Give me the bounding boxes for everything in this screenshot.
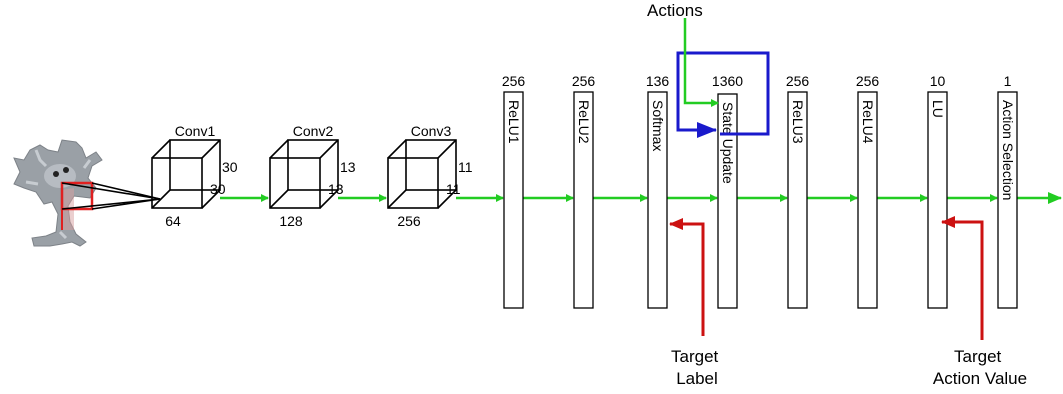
conv-layer-2: Conv2 13 128 13 [270, 123, 356, 229]
target-action-value-arrow [942, 222, 982, 340]
fc-name: Softmax [650, 100, 666, 151]
conv-layer-3: Conv3 11 256 11 [388, 123, 473, 229]
fc-name: ReLU3 [790, 100, 806, 144]
neuron-image [14, 140, 160, 246]
target-label-line-1: Target [671, 347, 719, 366]
fc-name: ReLU1 [506, 100, 522, 144]
fc-size: 256 [856, 73, 880, 89]
conv-name: Conv1 [175, 123, 216, 139]
fc-name: ReLU4 [860, 100, 876, 144]
conv-right: 13 [328, 181, 344, 197]
fc-size: 1 [1004, 73, 1012, 89]
fc-size: 136 [646, 73, 670, 89]
conv-right: 30 [210, 181, 226, 197]
conv-layer-1: Conv1 30 64 30 [152, 123, 238, 229]
cube-edge [270, 190, 288, 208]
conv-depth: 256 [397, 213, 421, 229]
cube-edge [320, 140, 338, 158]
conv-name: Conv3 [411, 123, 452, 139]
conv-side: 11 [458, 159, 473, 175]
cube-edge [202, 140, 220, 158]
conv-right: 11 [446, 181, 461, 197]
target-action-value-line-1: Target [954, 347, 1002, 366]
conv-side: 30 [222, 159, 238, 175]
target-label-text: Target Label [671, 347, 723, 388]
fc-size: 256 [572, 73, 596, 89]
fc-size: 1360 [712, 73, 743, 89]
conv-side: 13 [340, 159, 356, 175]
cube-edge [388, 190, 406, 208]
actions-label: Actions [647, 1, 703, 20]
fc-name: Action Selection [1000, 100, 1016, 200]
cube-edge [270, 140, 288, 158]
fc-box [928, 92, 947, 308]
fc-size: 10 [930, 73, 946, 89]
cube-edge [388, 140, 406, 158]
conv-name: Conv2 [293, 123, 334, 139]
target-label-arrow [670, 224, 703, 336]
target-action-value-text: Target Action Value [933, 347, 1027, 388]
fc-name: State Update [720, 102, 736, 184]
fc-name: ReLU2 [576, 100, 592, 144]
conv-depth: 128 [279, 213, 303, 229]
fc-size: 256 [502, 73, 526, 89]
target-label-line-2: Label [676, 369, 718, 388]
fc-size: 256 [786, 73, 810, 89]
conv-depth: 64 [165, 213, 181, 229]
cube-edge [152, 140, 170, 158]
fc-name: LU [930, 100, 946, 118]
target-action-value-line-2: Action Value [933, 369, 1027, 388]
actions-arrow [685, 18, 718, 103]
cube-edge [438, 140, 456, 158]
